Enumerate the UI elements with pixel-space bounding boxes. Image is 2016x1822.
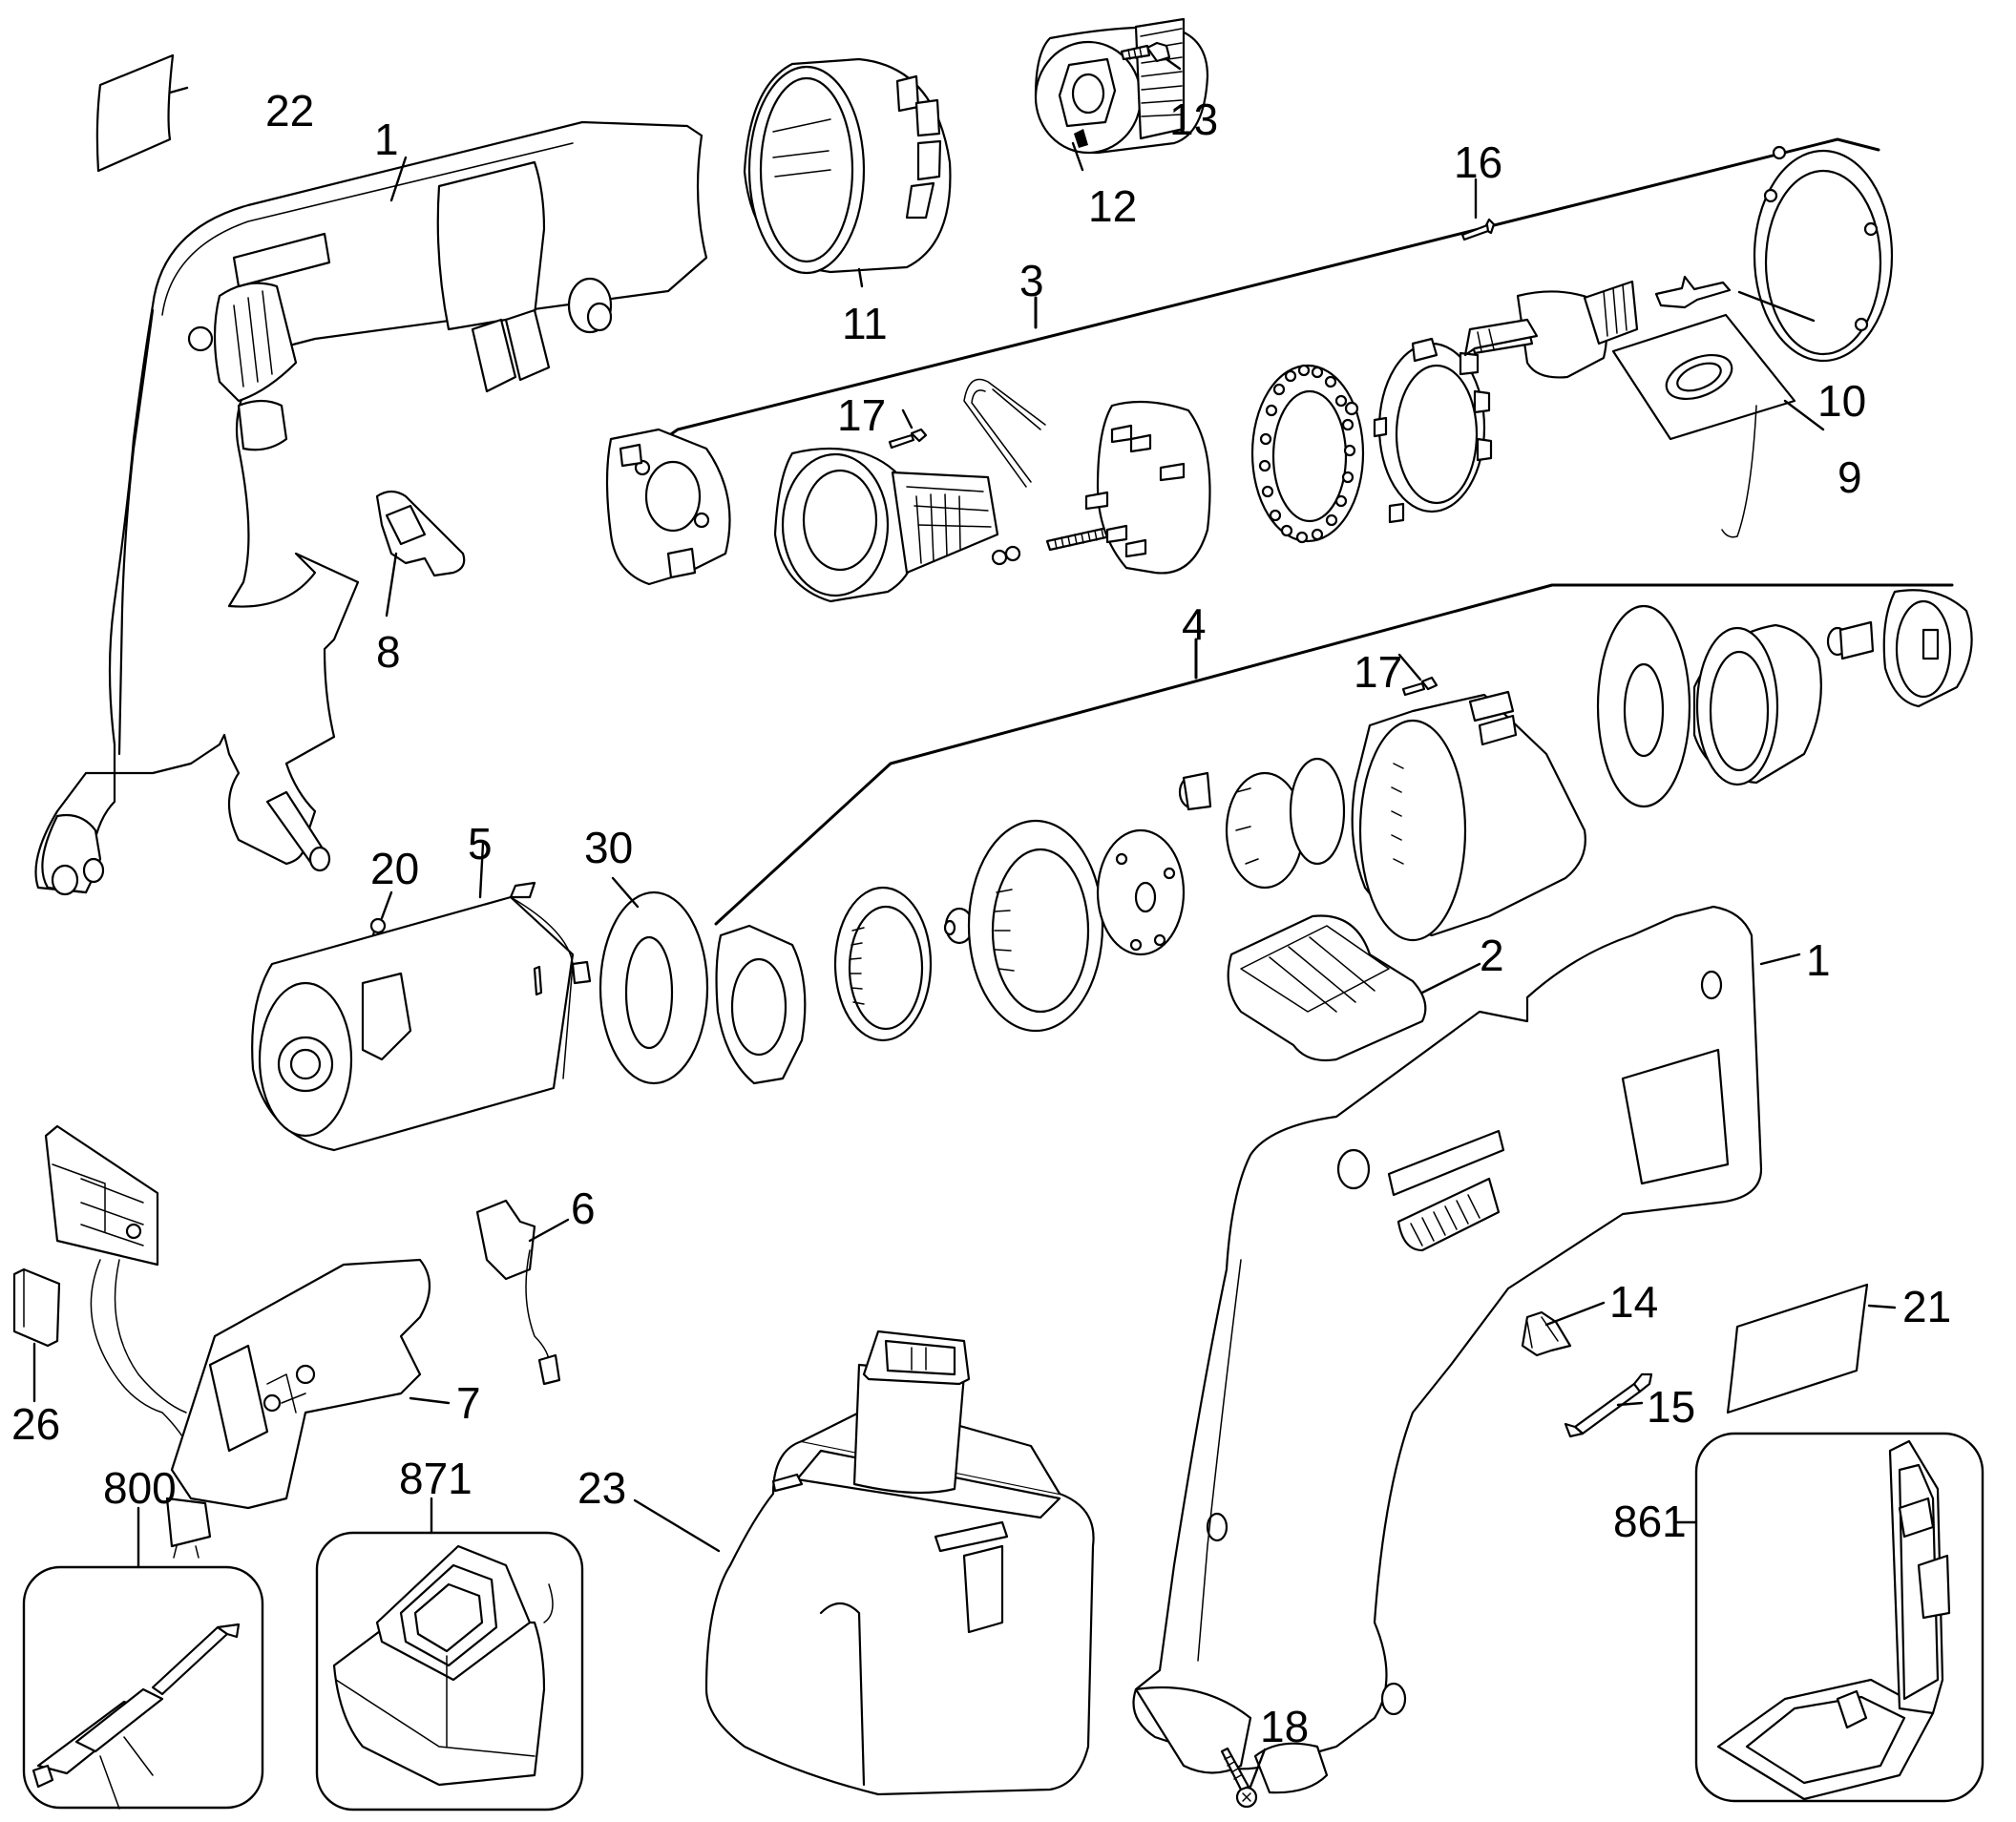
callout-11: 11 [842, 299, 888, 348]
part-21-label-plate[interactable] [1726, 1283, 1897, 1414]
part-23-battery-pack[interactable] [633, 1330, 1095, 1796]
callout-16: 16 [1454, 137, 1502, 187]
part-2-nameplate[interactable] [1227, 914, 1481, 1062]
part-1-housing-right[interactable] [1132, 905, 1801, 1794]
callout-13: 13 [1169, 94, 1218, 144]
part-11-clutch-collar[interactable] [743, 57, 952, 288]
callout-9: 9 [1838, 452, 1862, 502]
callout-15: 15 [1647, 1382, 1695, 1432]
callout-21: 21 [1902, 1282, 1951, 1331]
callout-30: 30 [584, 823, 633, 872]
part-13-chuck-screw[interactable] [1120, 41, 1182, 71]
part-22-label-plate[interactable] [95, 53, 189, 173]
part-1-housing-left[interactable] [34, 120, 708, 896]
callout-14: 14 [1609, 1277, 1658, 1327]
callout-7: 7 [456, 1378, 481, 1428]
callout-5: 5 [468, 819, 493, 869]
callout-22: 22 [265, 86, 314, 136]
callout-20: 20 [370, 844, 419, 893]
part-5-motor[interactable] [251, 842, 592, 1152]
part-16-screw[interactable] [1460, 178, 1496, 241]
callout-8: 8 [376, 627, 401, 677]
callout-18: 18 [1260, 1702, 1309, 1751]
callout-10: 10 [1817, 376, 1866, 426]
callout-861: 861 [1613, 1497, 1687, 1546]
part-18-housing-screw[interactable] [1220, 1747, 1267, 1809]
part-871-charger-box[interactable] [315, 1497, 584, 1812]
callout-4: 4 [1182, 599, 1207, 649]
part-8-forward-reverse-button[interactable] [375, 490, 466, 618]
group-bracket-4 [714, 583, 1954, 926]
part-30-washer[interactable] [598, 876, 709, 1085]
part-26-pad[interactable] [12, 1267, 61, 1403]
callout-1-right: 1 [1806, 935, 1831, 985]
callout-12: 12 [1088, 181, 1137, 231]
callout-3: 3 [1019, 256, 1044, 305]
part-3-clutch-assembly[interactable] [605, 145, 1894, 603]
callout-871: 871 [399, 1454, 472, 1503]
part-6-terminal-lead[interactable] [475, 1199, 570, 1386]
callout-6: 6 [571, 1183, 596, 1233]
callout-17-upper: 17 [837, 390, 886, 440]
callout-1-left: 1 [374, 115, 399, 164]
part-7-switch[interactable] [44, 1124, 451, 1559]
part-861-case-box[interactable] [1673, 1432, 1984, 1803]
part-4-gearbox-assembly[interactable] [715, 589, 1973, 1085]
callout-23: 23 [578, 1463, 626, 1513]
callout-800: 800 [103, 1463, 177, 1513]
callout-2: 2 [1480, 931, 1504, 980]
callout-17-lower: 17 [1354, 647, 1402, 697]
callout-26: 26 [11, 1399, 60, 1449]
cam-ring-holes [1258, 364, 1356, 544]
part-15-screwdriver-bit[interactable] [1564, 1372, 1653, 1438]
part-800-accessory-box[interactable] [22, 1506, 264, 1810]
part-14-bit-holder-clip[interactable] [1521, 1301, 1606, 1357]
callout-labels: 22 1 11 12 13 16 3 17 10 9 8 4 17 20 5 3… [11, 86, 1951, 1751]
